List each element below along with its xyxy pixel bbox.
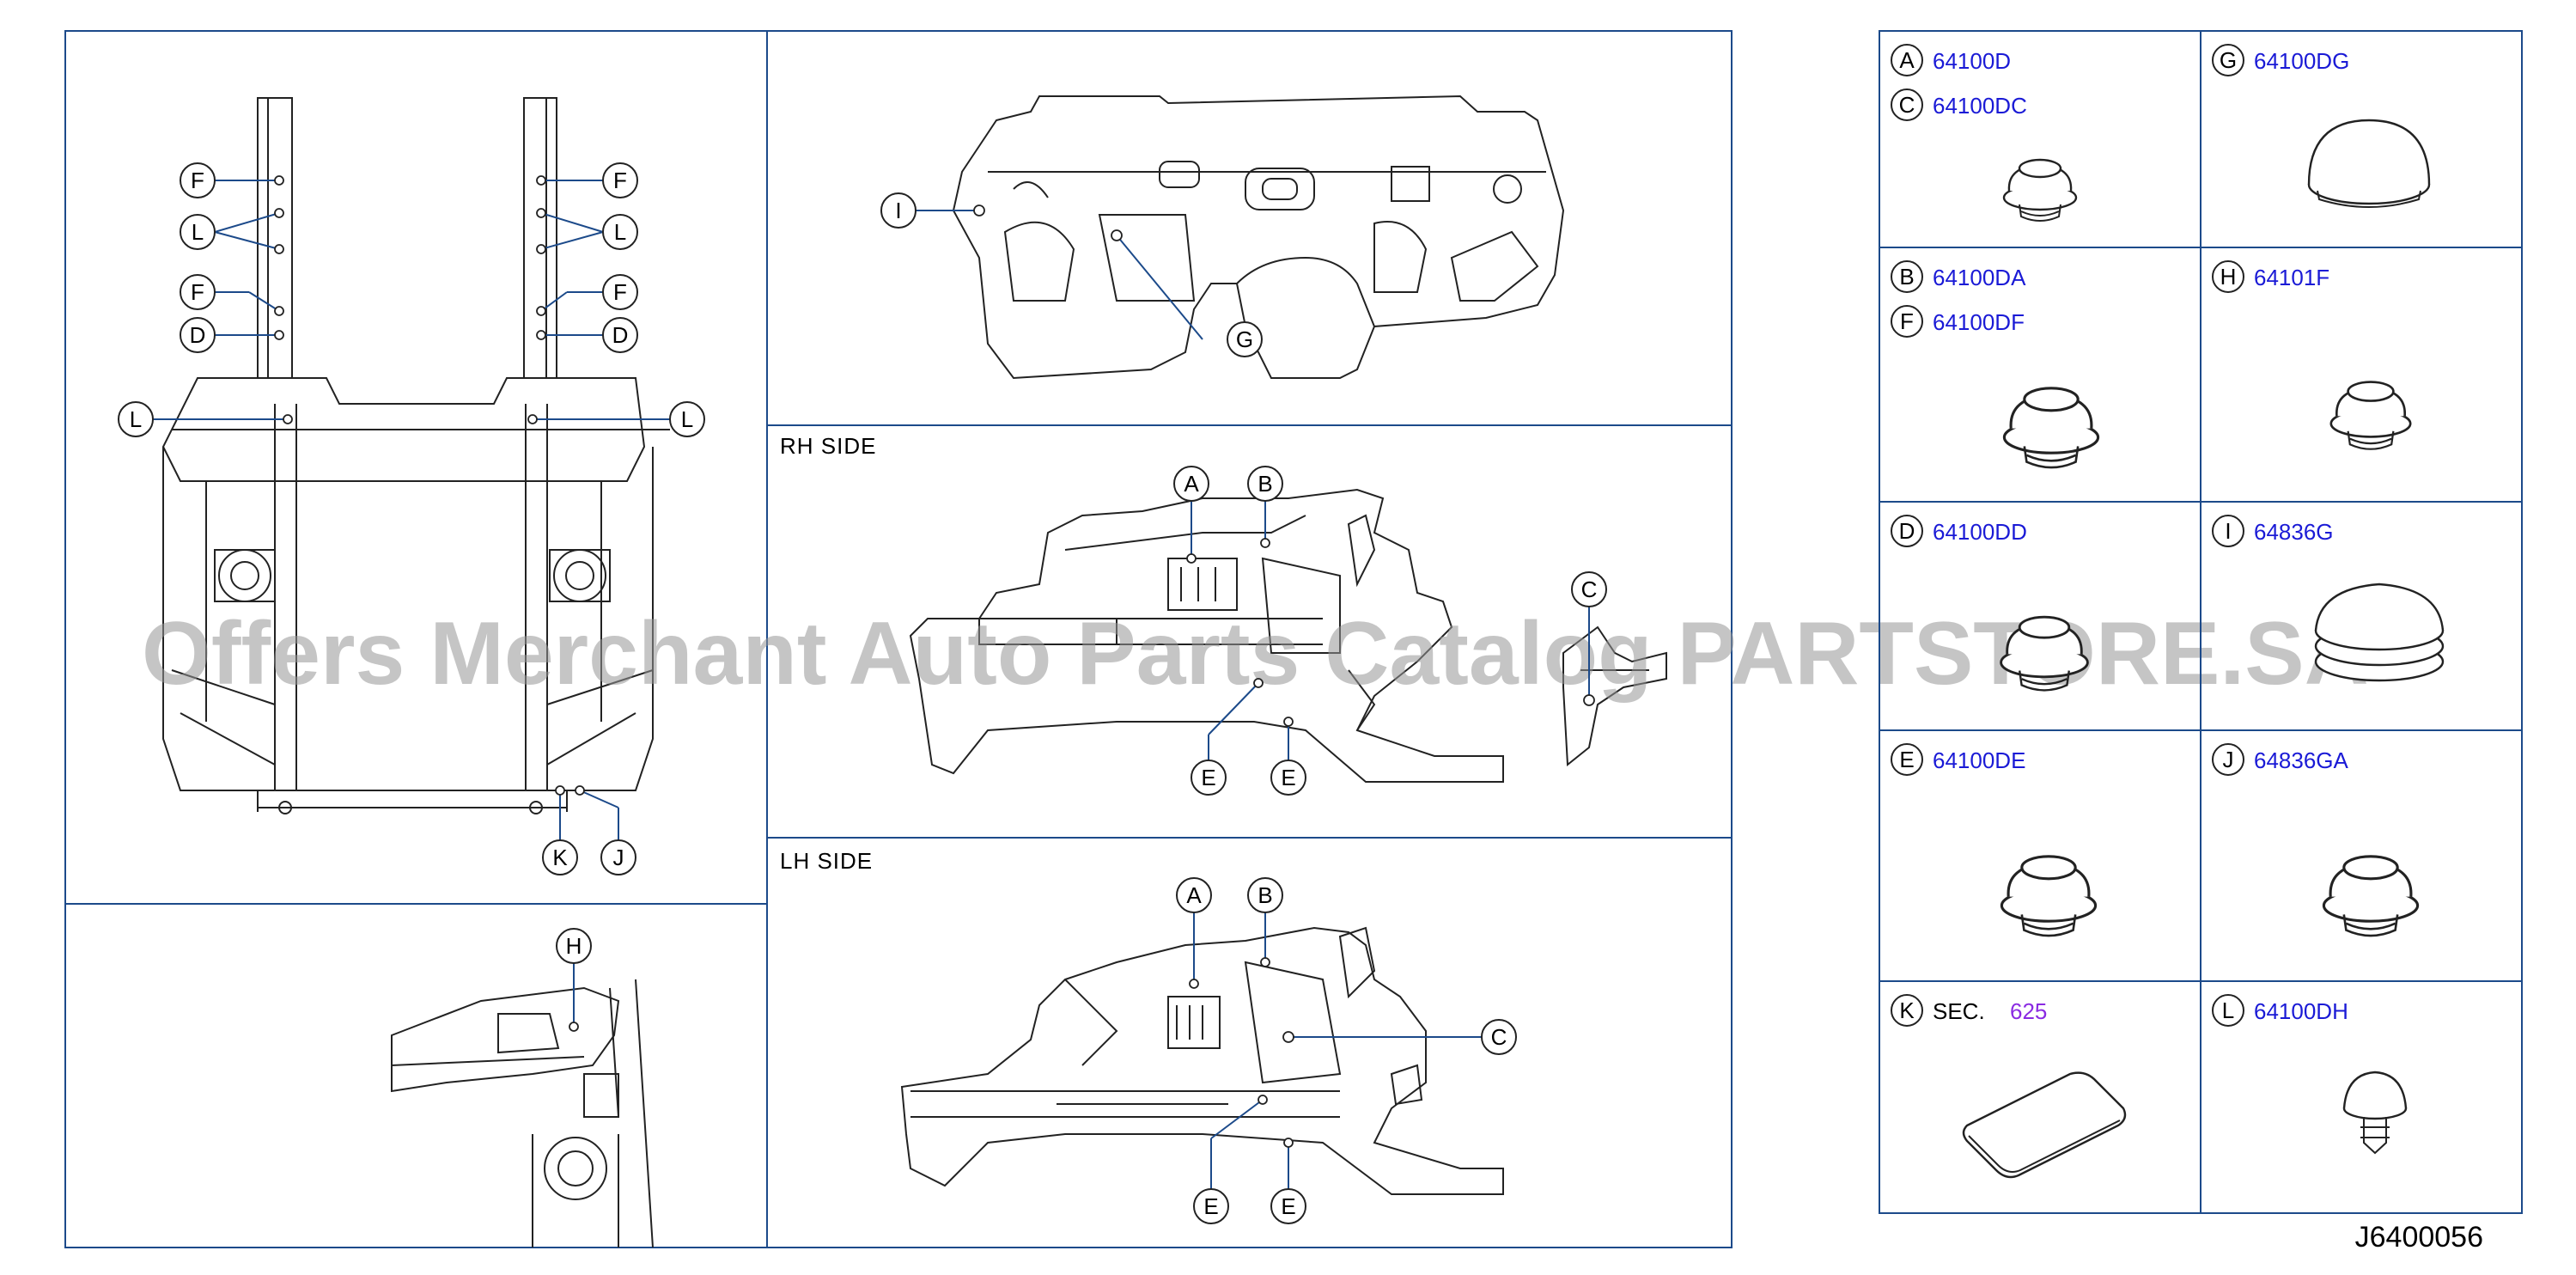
callout-e: E bbox=[1201, 765, 1215, 790]
grommet-a-c bbox=[2002, 158, 2078, 223]
callout-f: F bbox=[613, 279, 627, 305]
callout-g: G bbox=[1236, 326, 1253, 352]
callout-f: F bbox=[191, 168, 204, 193]
table-cell-h: H 64101F bbox=[2212, 260, 2412, 451]
table-letter-h: H bbox=[2220, 264, 2237, 290]
table-letter-f: F bbox=[1900, 308, 1914, 334]
part-number-e: 64100DE bbox=[1933, 747, 2025, 773]
callout-l: L bbox=[192, 219, 204, 245]
part-number-j: 64836GA bbox=[2254, 747, 2349, 773]
callout-e: E bbox=[1281, 765, 1295, 790]
callout-l: L bbox=[681, 406, 693, 432]
table-letter-a: A bbox=[1899, 47, 1915, 73]
part-number-c: 64100DC bbox=[1933, 93, 2027, 119]
callout-a: A bbox=[1186, 882, 1202, 908]
h-detail-drawing bbox=[391, 979, 654, 1248]
callout-k: K bbox=[552, 845, 568, 870]
part-number-b: 64100DA bbox=[1933, 265, 2026, 290]
callout-h: H bbox=[566, 933, 582, 959]
dash-panel-drawing bbox=[952, 95, 1565, 380]
parts-table: A 64100D C 64100DC G 64100DG B 64100DA F bbox=[1879, 30, 2523, 1214]
clip-l bbox=[2342, 1071, 2408, 1155]
grommet-j bbox=[2322, 855, 2420, 937]
table-cell-i: I 64836G bbox=[2212, 515, 2445, 682]
table-letter-d: D bbox=[1899, 518, 1915, 544]
table-cell-e: E 64100DE bbox=[1891, 743, 2098, 937]
callout-c: C bbox=[1581, 576, 1598, 602]
plug-i bbox=[2314, 583, 2445, 682]
grommet-h bbox=[2329, 381, 2412, 451]
table-letter-e: E bbox=[1899, 747, 1914, 772]
callout-j: J bbox=[613, 845, 624, 870]
part-number-g: 64100DG bbox=[2254, 48, 2349, 74]
callout-e: E bbox=[1203, 1193, 1218, 1219]
section-reference-k: 625 bbox=[2010, 998, 2047, 1024]
callout-b: B bbox=[1258, 471, 1272, 497]
callout-e: E bbox=[1281, 1193, 1295, 1219]
callout-l: L bbox=[130, 406, 142, 432]
table-letter-l: L bbox=[2222, 997, 2234, 1023]
table-letter-b: B bbox=[1899, 264, 1914, 290]
part-number-f: 64100DF bbox=[1933, 309, 2025, 335]
table-letter-c: C bbox=[1899, 92, 1915, 118]
part-number-d: 64100DD bbox=[1933, 519, 2027, 545]
table-cell-k: K SEC. 625 bbox=[1891, 994, 2127, 1179]
part-number-l: 64100DH bbox=[2254, 998, 2348, 1024]
callout-a: A bbox=[1184, 471, 1199, 497]
callout-c: C bbox=[1491, 1024, 1507, 1050]
table-cell-a-c: A 64100D C 64100DC bbox=[1891, 44, 2078, 223]
part-number-a: 64100D bbox=[1933, 48, 2011, 74]
callouts: F L F D L F L F D L K J I G A B E E C A … bbox=[118, 162, 1607, 1224]
part-number-i: 64836G bbox=[2254, 519, 2334, 545]
rh-side-label: RH SIDE bbox=[780, 433, 876, 459]
lh-side-drawing bbox=[900, 926, 1504, 1195]
table-cell-l: L 64100DH bbox=[2212, 994, 2408, 1155]
grommet-b-f bbox=[2002, 387, 2100, 469]
pad-k bbox=[1962, 1071, 2127, 1179]
table-cell-b-f: B 64100DA F 64100DF bbox=[1891, 260, 2100, 469]
diagram-code: J6400056 bbox=[2355, 1221, 2483, 1254]
callout-b: B bbox=[1258, 882, 1272, 908]
lh-side-label: LH SIDE bbox=[780, 848, 873, 874]
table-letter-j: J bbox=[2223, 747, 2234, 772]
callout-f: F bbox=[191, 279, 204, 305]
table-cell-g: G 64100DG bbox=[2212, 44, 2431, 208]
table-letter-i: I bbox=[2225, 518, 2231, 544]
plug-g bbox=[2307, 119, 2431, 208]
drawing-frame bbox=[64, 30, 1733, 1248]
callout-d: D bbox=[190, 322, 206, 348]
table-letter-g: G bbox=[2220, 47, 2237, 73]
sec-prefix: SEC. bbox=[1933, 998, 1985, 1024]
rh-side-drawing bbox=[909, 488, 1667, 783]
grommet-e bbox=[2000, 855, 2098, 937]
table-cell-j: J 64836GA bbox=[2212, 743, 2420, 937]
table-letter-k: K bbox=[1899, 997, 1915, 1023]
part-number-h: 64101F bbox=[2254, 265, 2329, 290]
callout-i: I bbox=[895, 198, 901, 223]
callout-d: D bbox=[612, 322, 629, 348]
callout-l: L bbox=[614, 219, 626, 245]
callout-f: F bbox=[613, 168, 627, 193]
floor-frame-drawing bbox=[161, 97, 670, 814]
table-cell-d: D 64100DD bbox=[1891, 515, 2089, 692]
